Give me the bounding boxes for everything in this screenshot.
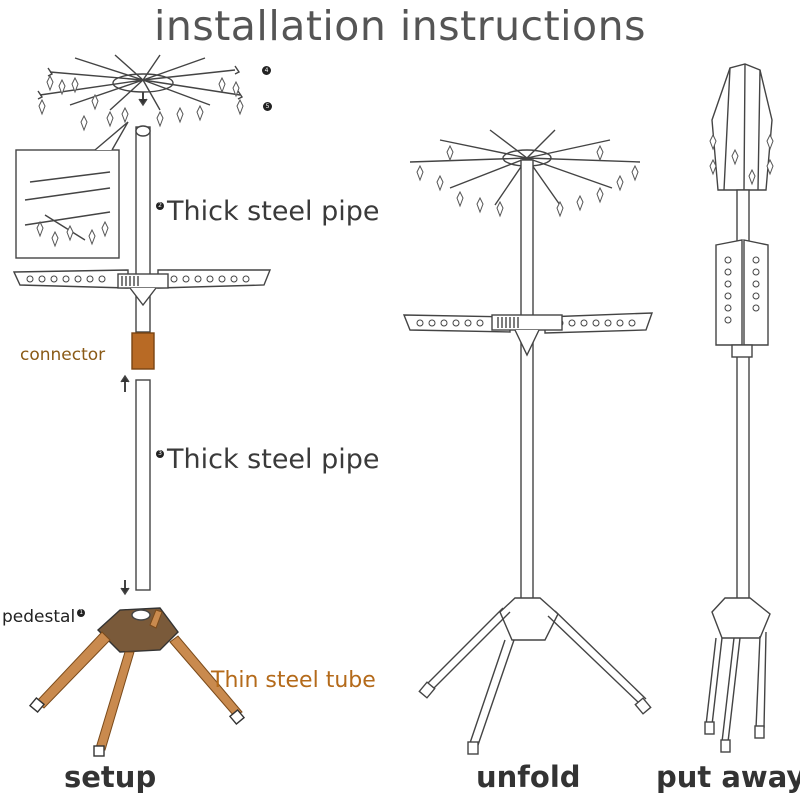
setup-illustration: [12, 54, 272, 757]
connector: [131, 332, 155, 370]
thick-pipe-upper-text: Thick steel pipe: [167, 196, 380, 227]
unfold-top-hanger: [409, 129, 641, 217]
label-connector: connector: [20, 345, 106, 365]
put-away-folded-arm: [715, 239, 769, 358]
unfold-base: [418, 597, 652, 755]
part-number-3: 3: [156, 450, 164, 458]
page-title: installation instructions: [153, 2, 646, 50]
part-number-4: 4: [262, 66, 271, 75]
thin-steel-tubes: [35, 609, 243, 751]
setup-top-hanger: [37, 54, 244, 131]
caption-put-away: put away: [656, 760, 800, 794]
pedestal: [96, 607, 179, 653]
setup-lower-pipe: [135, 379, 151, 591]
put-away-base: [704, 597, 771, 753]
unfold-middle-arm: [402, 312, 654, 357]
setup-middle-arm: [12, 269, 272, 307]
put-away-illustration: [704, 63, 774, 753]
part-number-2: 2: [156, 202, 164, 210]
part-number-5: 5: [263, 102, 272, 111]
caption-setup: setup: [64, 760, 157, 794]
unfold-pole: [520, 159, 534, 601]
detail-inset: [15, 121, 129, 259]
thick-pipe-lower-text: Thick steel pipe: [167, 444, 380, 475]
caption-unfold: unfold: [476, 760, 581, 794]
label-thin-steel-tube: Thin steel tube: [211, 668, 376, 693]
put-away-folded-top: [709, 63, 774, 191]
part-number-1: 1: [77, 609, 86, 617]
unfold-illustration: [402, 129, 654, 755]
pedestal-text: pedestal: [2, 607, 76, 627]
